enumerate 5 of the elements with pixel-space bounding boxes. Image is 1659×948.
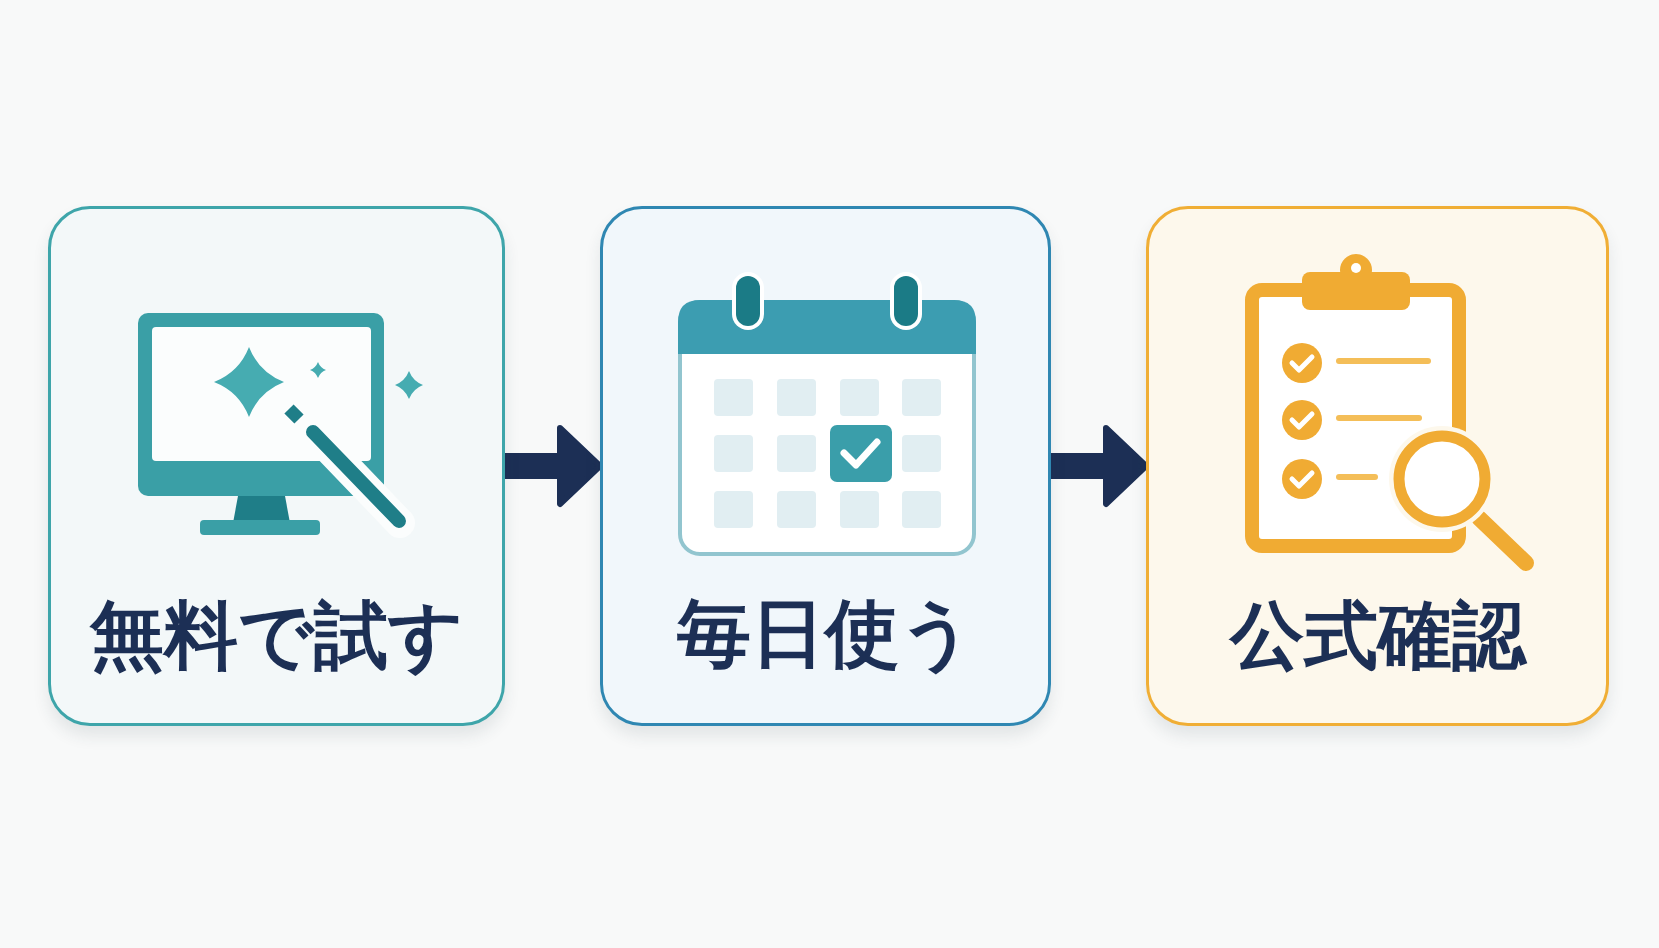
step-card — [1146, 206, 1609, 726]
step-label: 無料で試す — [89, 593, 464, 679]
step-label: 公式確認 — [1229, 593, 1526, 679]
step-card — [48, 206, 505, 726]
step-label: 毎日使う — [676, 591, 975, 677]
